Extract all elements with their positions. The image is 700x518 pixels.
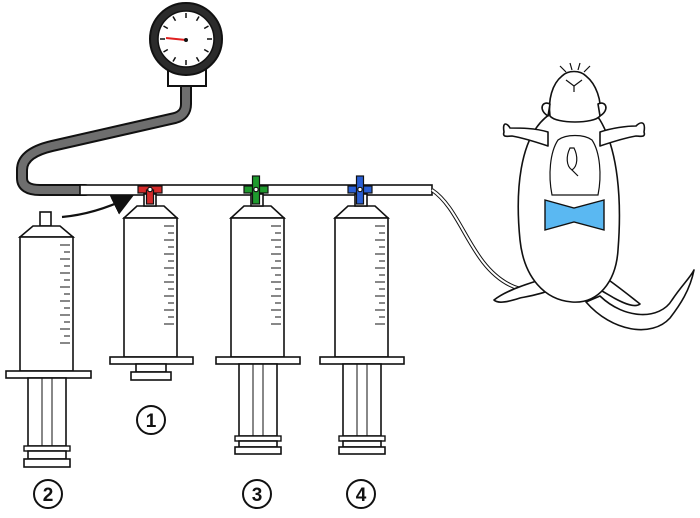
rat-ear-right (597, 102, 607, 117)
rat-hind-leg-left (493, 279, 551, 303)
svg-text:2: 2 (43, 485, 54, 506)
gauge-needle (165, 37, 187, 41)
label-4: 4 (346, 479, 376, 509)
rat-details (549, 62, 601, 196)
svg-text:3: 3 (252, 485, 263, 506)
syringe-2 (5, 211, 92, 468)
pressure-gauge-icon (149, 2, 223, 87)
label-3: 3 (242, 479, 272, 509)
transfer-arrow (61, 194, 134, 219)
svg-text:1: 1 (146, 411, 157, 432)
valve-3-icon (243, 175, 269, 205)
valve-1-icon (137, 185, 163, 205)
rat-icon (493, 70, 695, 331)
rat-front-leg-right (599, 122, 646, 147)
rat-front-leg-left (502, 123, 549, 147)
rat-ear-left (541, 102, 551, 117)
chest-bandage (544, 199, 605, 231)
svg-text:4: 4 (356, 485, 367, 506)
syringe-4 (319, 193, 405, 455)
label-2: 2 (33, 479, 63, 509)
rat-head (548, 70, 602, 123)
valve-4-icon (347, 175, 373, 205)
rat-body (517, 107, 621, 303)
syringe-1 (109, 193, 194, 381)
label-1: 1 (136, 405, 166, 435)
rat-tail (585, 269, 695, 331)
syringe-3 (215, 193, 301, 455)
gauge-ticks (160, 13, 212, 65)
